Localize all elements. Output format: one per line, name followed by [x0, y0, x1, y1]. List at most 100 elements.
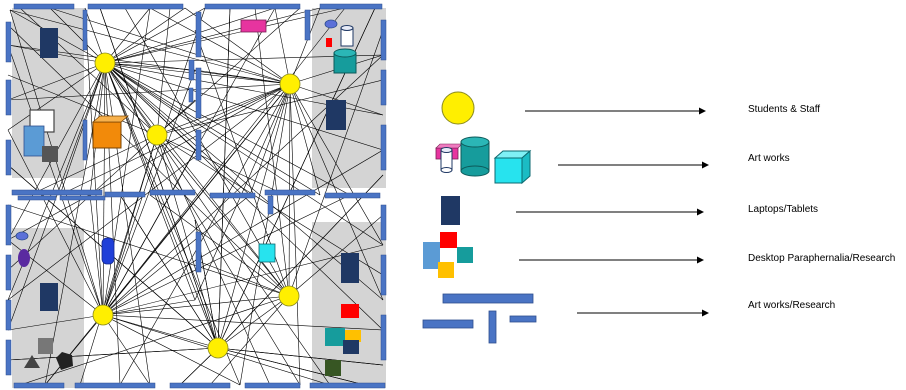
- sculpture-black-icon: [56, 352, 73, 370]
- person-node: [207, 337, 229, 359]
- connection-line: [288, 214, 384, 297]
- connection-line: [194, 83, 291, 126]
- legend-row-artworks: Art works: [435, 136, 790, 185]
- navy-block-icon: [343, 340, 359, 354]
- laptop-icon: [326, 100, 346, 130]
- wall-segment: [195, 231, 202, 273]
- wall-segment: [5, 204, 12, 246]
- wall-segment: [324, 192, 381, 199]
- desktop-blocks-icon: [423, 232, 473, 278]
- connection-line: [156, 7, 171, 136]
- legend-row-laptops: Laptops/Tablets: [441, 196, 818, 225]
- connection-line: [289, 83, 321, 196]
- red-block-icon: [341, 304, 359, 318]
- connection-line: [102, 149, 384, 316]
- connection-line: [89, 194, 104, 316]
- connection-line: [19, 295, 290, 386]
- connection-line: [289, 83, 384, 246]
- artwork-orange-cube-icon: [92, 121, 122, 149]
- connection-line: [104, 7, 321, 64]
- connection-line: [104, 7, 206, 64]
- person-icon: [441, 91, 475, 125]
- connection-line: [194, 259, 290, 297]
- wall-segment-icon: [422, 293, 537, 344]
- connection-line: [104, 62, 384, 246]
- connection-line: [104, 62, 351, 196]
- room-objects: [15, 19, 361, 376]
- wall-segment: [17, 195, 57, 201]
- wall-segment: [13, 3, 75, 10]
- artwork-blue-cylinder-icon: [101, 237, 115, 265]
- connection-line: [104, 62, 196, 126]
- connection-line: [289, 83, 301, 386]
- connection-line: [274, 7, 291, 85]
- connection-line: [102, 194, 351, 316]
- artwork-blue-oval-icon: [15, 231, 29, 241]
- floor-plan: [0, 0, 390, 390]
- connection-line: [104, 62, 196, 301]
- wall-segment: [188, 59, 195, 81]
- wall-segment: [195, 67, 202, 119]
- artwork-cylinder-icon: [460, 136, 490, 177]
- connection-line: [217, 83, 291, 349]
- wall-segment: [5, 339, 12, 376]
- connection-line: [149, 194, 290, 297]
- connection-line: [102, 7, 206, 316]
- artwork-orange-cube-top: [91, 115, 130, 123]
- connection-line: [194, 83, 291, 301]
- legend-label-desktop: Desktop Paraphernalia/Research: [748, 253, 895, 264]
- laptop-icon: [40, 283, 58, 311]
- connection-line: [217, 295, 290, 349]
- laptop-icon: [40, 28, 58, 58]
- connection-line: [59, 83, 291, 196]
- connection-line: [49, 7, 106, 64]
- wall-segment: [11, 189, 103, 196]
- connection-line: [104, 7, 186, 64]
- wall-segment: [380, 124, 387, 171]
- wall-segment: [5, 21, 12, 63]
- connection-line: [9, 9, 291, 85]
- wall-segment: [380, 204, 387, 241]
- connection-line: [156, 134, 271, 386]
- connection-line: [119, 83, 291, 386]
- person-nodes: [92, 52, 301, 359]
- wall-segment: [5, 299, 12, 331]
- connection-line: [156, 134, 290, 297]
- desktop-tower-icon: [23, 125, 45, 157]
- yellow-block-icon: [345, 330, 361, 342]
- wall-segment: [87, 3, 184, 10]
- artwork-purple-vase-icon: [18, 249, 30, 267]
- wall-segment: [59, 195, 106, 201]
- connection-line: [104, 62, 321, 196]
- connection-line: [102, 295, 290, 316]
- connection-line: [104, 7, 151, 64]
- connection-line: [217, 347, 366, 386]
- connection-line: [102, 314, 241, 386]
- connection-line: [102, 194, 251, 316]
- connection-line: [44, 314, 104, 386]
- legend-label-artworks: Art works: [748, 153, 790, 164]
- artwork-small-cylinder-icon: [440, 147, 453, 173]
- laptop-icon: [341, 253, 359, 283]
- wall-segment: [195, 11, 202, 58]
- wall-segment: [82, 9, 88, 51]
- connection-line: [104, 62, 301, 386]
- connection-line: [288, 29, 384, 297]
- connection-line: [49, 7, 291, 85]
- connection-line: [9, 9, 104, 316]
- connection-line: [254, 7, 290, 297]
- legend-label-laptops: Laptops/Tablets: [748, 204, 818, 215]
- artwork-cube-icon: [258, 243, 276, 263]
- connection-line: [119, 194, 219, 349]
- wall-segments: [5, 3, 387, 389]
- connection-line: [156, 134, 286, 196]
- connection-line: [7, 134, 158, 271]
- connection-line: [7, 24, 290, 297]
- connection-line: [79, 134, 158, 386]
- connection-line: [104, 62, 219, 349]
- connection-line: [104, 62, 251, 196]
- green-block-icon: [325, 360, 341, 376]
- wall-segment: [319, 3, 383, 10]
- connection-line: [102, 149, 196, 316]
- connection-line: [102, 244, 384, 316]
